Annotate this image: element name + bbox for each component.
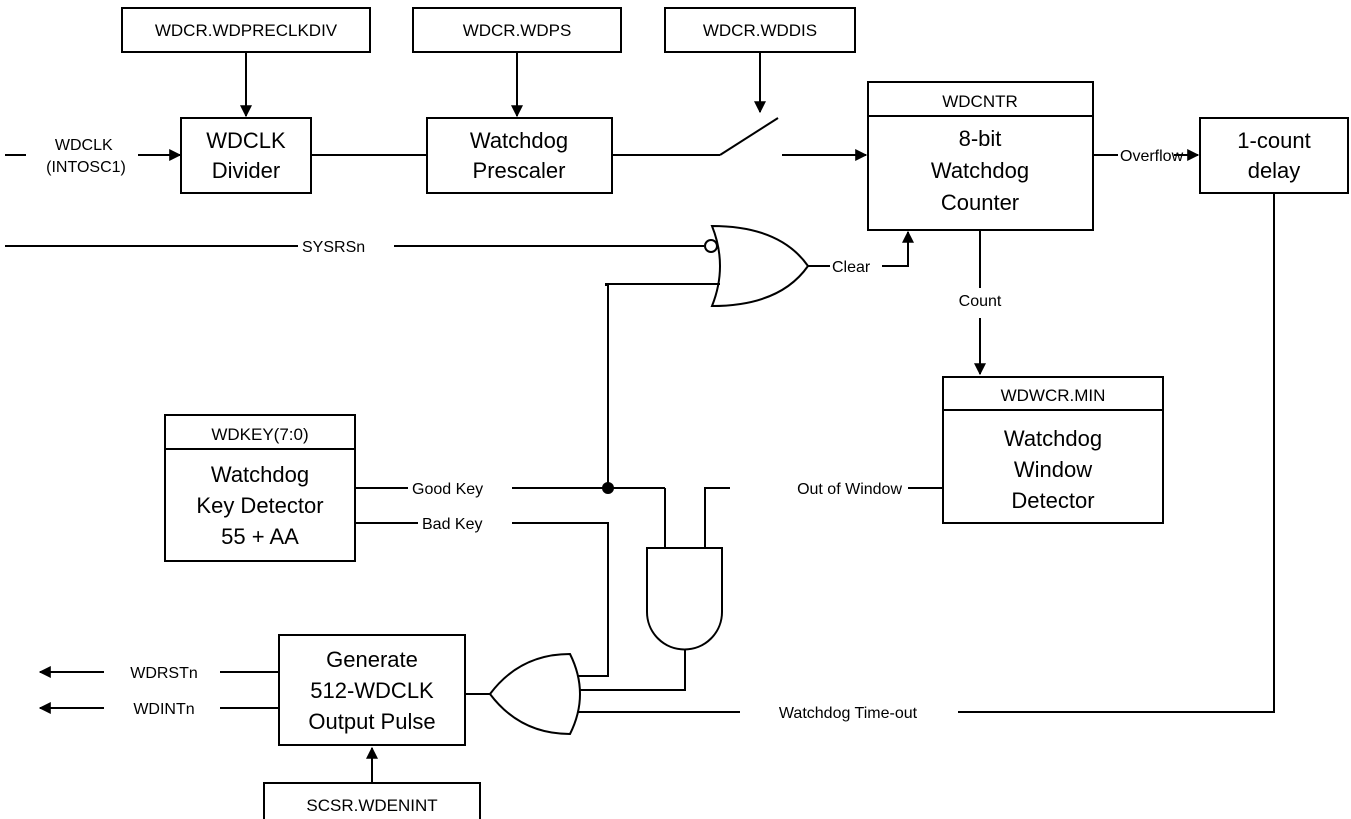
register-wdpreclkdiv: WDCR.WDPRECLKDIV [121,7,371,53]
watchdog-timeout-label: Watchdog Time-out [779,705,918,722]
svg-text:Key Detector: Key Detector [196,493,323,518]
bad-key-wire-b [512,522,609,677]
svg-text:WDCR.WDDIS: WDCR.WDDIS [703,21,817,40]
svg-text:delay: delay [1248,158,1301,183]
one-count-delay-block: 1-count delay [1199,117,1349,194]
out-of-window-wire-b [704,487,730,548]
watchdog-prescaler-block: Watchdog Prescaler [426,117,613,194]
svg-text:WDKEY(7:0): WDKEY(7:0) [211,425,308,444]
svg-text:Watchdog: Watchdog [470,128,568,153]
svg-text:SCSR.WDENINT: SCSR.WDENINT [306,796,437,815]
wdclk-divider-block: WDCLK Divider [180,117,312,194]
and-gate [646,547,723,651]
goodkey-to-or-wire-top [605,283,720,286]
svg-text:WDCNTR: WDCNTR [942,92,1018,111]
svg-text:8-bit: 8-bit [959,126,1002,151]
window-detector-block: WDWCR.MIN Watchdog Window Detector [942,376,1164,524]
svg-text:WDCLK: WDCLK [206,128,286,153]
pulse-generator-block: Generate 512-WDCLK Output Pulse [278,634,466,746]
register-wddis: WDCR.WDDIS [664,7,856,53]
good-key-label: Good Key [412,481,483,498]
clear-wire-b [882,230,914,267]
wdrstn-label: WDRSTn [130,665,198,682]
svg-text:Counter: Counter [941,190,1019,215]
svg-text:1-count: 1-count [1237,128,1310,153]
timeout-wire-a [958,193,1275,713]
overflow-label: Overflow [1120,148,1184,165]
register-wdps: WDCR.WDPS [412,7,622,53]
key-detector-block: WDKEY(7:0) Watchdog Key Detector 55 + AA [164,414,356,562]
svg-text:WDCR.WDPRECLKDIV: WDCR.WDPRECLKDIV [155,21,338,40]
watchdog-counter-block: WDCNTR 8-bit Watchdog Counter [867,81,1094,231]
sysrsn-label: SYSRSn [302,239,365,256]
clear-label: Clear [832,259,871,276]
bad-key-label: Bad Key [422,516,482,533]
svg-text:Watchdog: Watchdog [1004,426,1102,451]
svg-text:Watchdog: Watchdog [211,462,309,487]
wdclk-input-label: WDCLK (INTOSC1) [46,137,126,176]
svg-text:Divider: Divider [212,158,280,183]
svg-text:512-WDCLK: 512-WDCLK [310,678,434,703]
svg-text:Window: Window [1014,457,1092,482]
wdintn-label: WDINTn [133,701,194,718]
register-scsr-wdenint: SCSR.WDENINT [263,782,481,819]
svg-text:55 + AA: 55 + AA [221,524,299,549]
svg-text:Prescaler: Prescaler [473,158,566,183]
and-to-or-wire [574,649,686,691]
clear-or-gate [710,224,810,308]
svg-text:WDCR.WDPS: WDCR.WDPS [463,21,572,40]
svg-text:Output Pulse: Output Pulse [308,709,435,734]
inverter-bubble [704,239,718,253]
svg-text:Watchdog: Watchdog [931,158,1029,183]
output-or-gate [488,652,581,736]
out-of-window-label: Out of Window [797,481,902,498]
svg-text:WDWCR.MIN: WDWCR.MIN [1001,386,1106,405]
svg-text:Detector: Detector [1011,488,1094,513]
svg-text:Generate: Generate [326,647,418,672]
count-label: Count [959,293,1002,310]
wddis-switch [719,117,779,156]
